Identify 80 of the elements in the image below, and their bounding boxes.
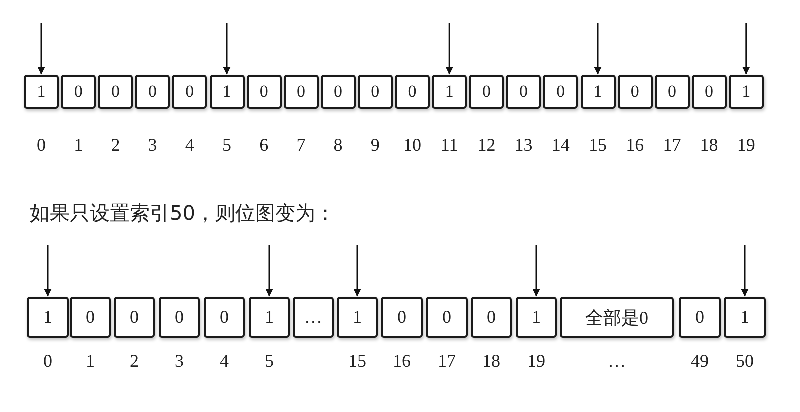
arrow [354, 245, 362, 297]
arrow [532, 245, 540, 297]
bit-cell: 1 [210, 75, 244, 109]
bit-cell: 1 [337, 297, 378, 338]
index-label: 15 [589, 135, 607, 156]
bit-cell: 1 [580, 75, 616, 109]
arrow [594, 23, 602, 75]
bit-cell: 0 [381, 297, 423, 338]
index-label: 19 [737, 135, 756, 156]
bit-cell: 1 [249, 297, 290, 338]
bit-cell: 0 [284, 75, 319, 109]
bit-cell: 0 [471, 297, 512, 338]
index-label: 2 [111, 135, 120, 156]
index-label: 4 [185, 135, 194, 156]
bit-cell: 0 [114, 297, 155, 338]
bit-cell: 0 [70, 297, 111, 338]
bit-cell: 0 [246, 75, 282, 109]
bit-cell: 0 [61, 75, 96, 109]
index-label: 11 [440, 135, 458, 156]
arrow [223, 23, 231, 75]
index-label: 10 [404, 135, 422, 156]
bit-cell: 1 [24, 75, 59, 109]
arrow [742, 23, 750, 75]
index-label: 50 [736, 351, 754, 372]
index-label: 4 [220, 351, 229, 372]
index-label: 13 [514, 135, 533, 156]
bit-cell: 0 [679, 297, 721, 338]
bit-cell: 0 [426, 297, 468, 338]
index-label: 0 [37, 135, 46, 156]
arrow [446, 23, 454, 75]
index-label: 3 [175, 351, 184, 372]
index-label: 18 [482, 351, 500, 372]
index-label: 17 [438, 351, 456, 372]
index-label: 15 [348, 351, 366, 372]
index-label: 6 [260, 135, 269, 156]
index-label: 9 [370, 135, 380, 156]
bit-cell: 0 [469, 75, 504, 109]
index-label: 5 [222, 135, 232, 156]
bit-cell: 全部是0 [560, 297, 674, 338]
index-label: 49 [691, 351, 709, 372]
bit-cell: 0 [506, 75, 542, 109]
index-label: 17 [663, 135, 682, 156]
index-label: 16 [626, 135, 644, 156]
bit-cell: 0 [358, 75, 393, 109]
index-label: 18 [700, 135, 718, 156]
arrow [741, 245, 749, 297]
bit-cell: 0 [320, 75, 356, 109]
index-label: 1 [86, 351, 95, 372]
index-label: 1 [74, 135, 84, 156]
index-label: 0 [44, 351, 52, 372]
bit-cell: 1 [27, 297, 69, 338]
caption-text: 如果只设置索引50，则位图变为： [30, 200, 336, 227]
index-label: 2 [130, 351, 139, 372]
bit-cell: 1 [728, 75, 764, 109]
bit-cell: 0 [692, 75, 727, 109]
bit-cell: 0 [135, 75, 170, 109]
bit-cell: 1 [724, 297, 766, 338]
bit-cell: 0 [204, 297, 245, 338]
bit-cell: 0 [395, 75, 430, 109]
index-label: 7 [296, 135, 306, 156]
bit-cell: 0 [618, 75, 653, 109]
index-label: 16 [393, 351, 411, 372]
bit-cell: 0 [98, 75, 134, 109]
bit-cell: 0 [172, 75, 208, 109]
bit-cell: … [293, 297, 334, 338]
bit-cell: 0 [654, 75, 690, 109]
index-label: 14 [552, 135, 570, 156]
bit-cell: 0 [543, 75, 578, 109]
index-label: … [608, 351, 626, 372]
index-label: 5 [265, 351, 274, 372]
arrow [38, 23, 46, 75]
bit-cell: 1 [516, 297, 557, 338]
index-label: 19 [528, 351, 546, 372]
arrow [266, 245, 274, 297]
arrow [44, 245, 52, 297]
bit-cell: 0 [159, 297, 200, 338]
index-label: 3 [148, 135, 158, 156]
bit-cell: 1 [432, 75, 468, 109]
index-label: 8 [334, 135, 343, 156]
index-label: 12 [478, 135, 496, 156]
